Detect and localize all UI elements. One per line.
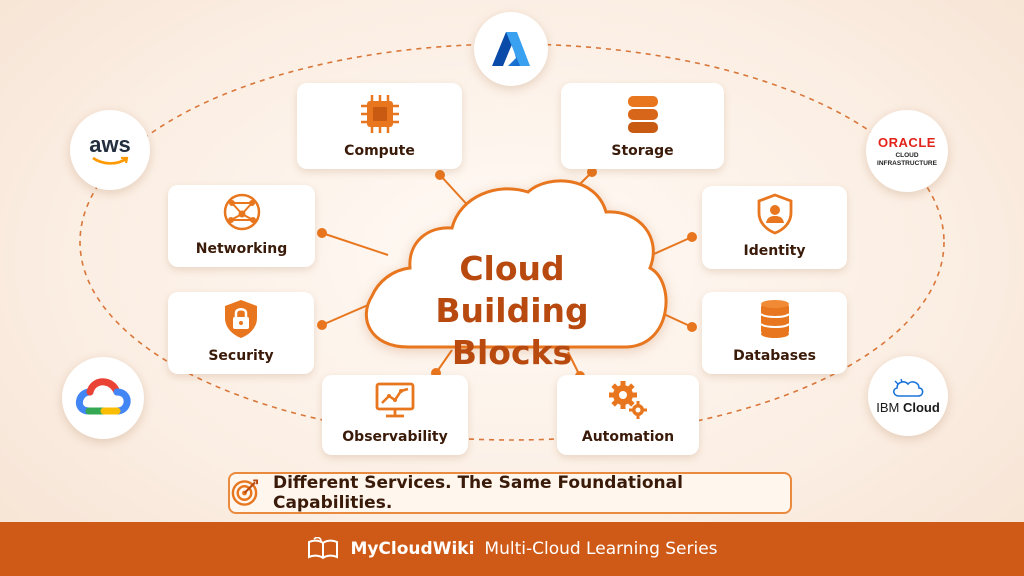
block-networking[interactable]: Networking bbox=[168, 185, 315, 267]
aws-logo-icon: aws bbox=[89, 134, 131, 166]
block-networking-label: Networking bbox=[195, 241, 288, 257]
tagline-text: Different Services. The Same Foundationa… bbox=[272, 473, 683, 513]
tagline-banner: Different Services. The Same Foundationa… bbox=[228, 472, 792, 514]
monitor-chart-icon bbox=[375, 382, 415, 418]
footer-brand: MyCloudWiki bbox=[350, 539, 475, 559]
provider-ibm[interactable]: IBM Cloud bbox=[868, 356, 948, 436]
storage-stack-icon bbox=[627, 96, 658, 133]
security-lock-shield-icon bbox=[225, 300, 257, 338]
provider-azure[interactable] bbox=[474, 12, 548, 86]
gears-icon bbox=[609, 381, 647, 419]
ibm-wordmark: IBM Cloud bbox=[876, 399, 940, 415]
identity-shield-icon bbox=[757, 193, 792, 235]
provider-aws[interactable]: aws bbox=[70, 110, 150, 190]
oracle-wordmark: ORACLE bbox=[878, 134, 936, 150]
block-automation-label: Automation bbox=[581, 429, 675, 445]
provider-oracle[interactable]: ORACLE CLOUD INFRASTRUCTURE bbox=[866, 110, 948, 192]
footer-series: Multi-Cloud Learning Series bbox=[484, 539, 718, 559]
azure-logo-icon bbox=[492, 32, 530, 66]
oracle-subtitle: CLOUD INFRASTRUCTURE bbox=[877, 151, 937, 167]
block-automation[interactable]: Automation bbox=[557, 375, 699, 455]
central-title-line1: Cloud bbox=[459, 249, 565, 288]
central-title: Cloud Building Blocks bbox=[372, 248, 652, 374]
aws-wordmark: aws bbox=[89, 132, 131, 157]
block-identity[interactable]: Identity bbox=[702, 186, 847, 269]
central-cloud bbox=[364, 179, 668, 349]
provider-ring bbox=[79, 43, 945, 441]
block-databases-label: Databases bbox=[733, 348, 816, 364]
aws-smile-icon bbox=[92, 156, 129, 165]
provider-gcp[interactable] bbox=[62, 357, 144, 439]
block-observability[interactable]: Observability bbox=[322, 375, 468, 455]
cpu-chip-icon bbox=[360, 95, 399, 133]
ibm-cloud-icon bbox=[893, 378, 924, 397]
connector-networking bbox=[321, 232, 389, 256]
network-globe-icon bbox=[223, 193, 260, 231]
central-title-line2: Building Blocks bbox=[435, 291, 589, 372]
block-security-label: Security bbox=[208, 348, 274, 364]
target-icon bbox=[231, 479, 259, 506]
block-storage-label: Storage bbox=[611, 143, 674, 159]
block-identity-label: Identity bbox=[743, 243, 806, 259]
open-book-icon bbox=[308, 537, 339, 560]
block-compute-label: Compute bbox=[344, 143, 415, 159]
block-security[interactable]: Security bbox=[168, 292, 314, 374]
database-icon bbox=[759, 300, 790, 338]
footer-bar: MyCloudWiki Multi-Cloud Learning Series bbox=[0, 522, 1024, 576]
block-storage[interactable]: Storage bbox=[561, 83, 724, 169]
block-databases[interactable]: Databases bbox=[702, 292, 847, 374]
block-compute[interactable]: Compute bbox=[297, 83, 462, 169]
connector-security bbox=[321, 304, 369, 326]
block-observability-label: Observability bbox=[342, 429, 448, 445]
google-cloud-logo-icon bbox=[75, 378, 131, 415]
